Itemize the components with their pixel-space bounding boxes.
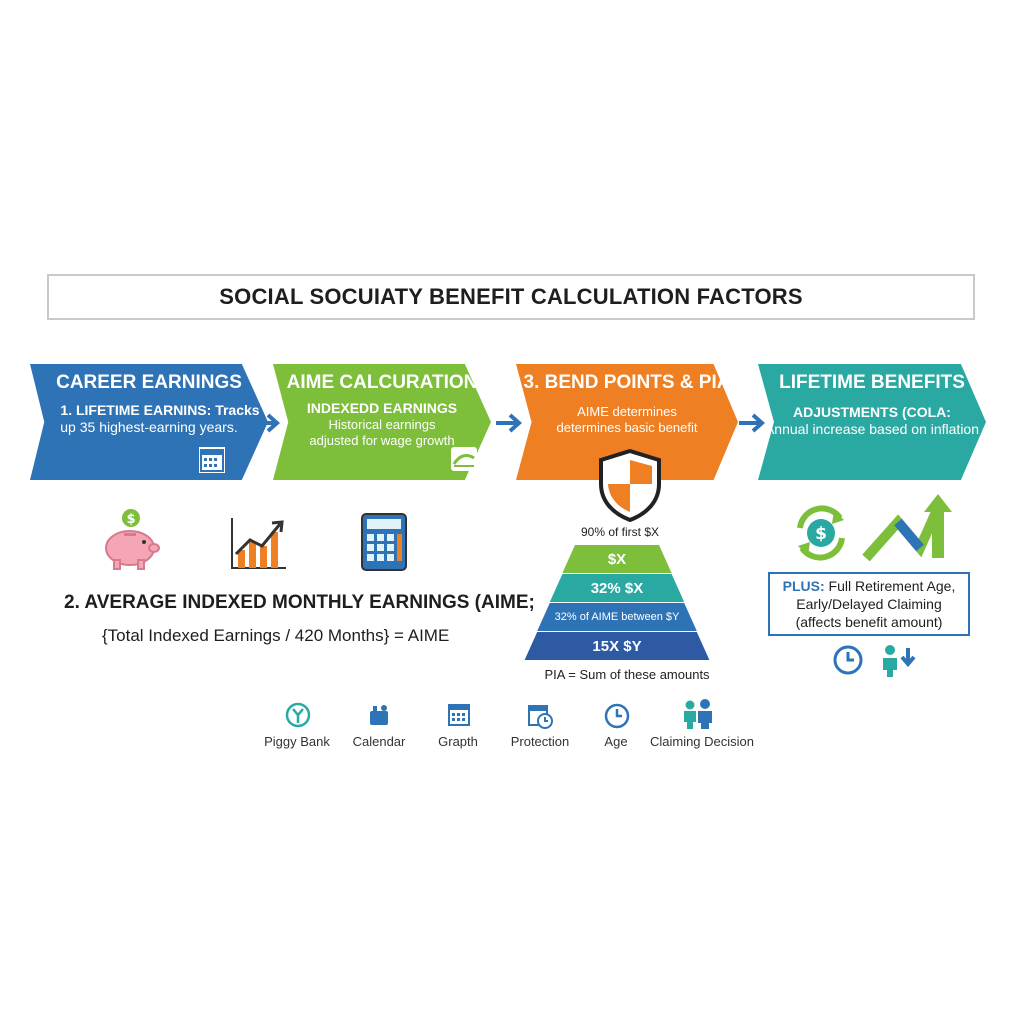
flow-arrow-icon <box>496 413 523 433</box>
calculator-icon <box>361 513 407 571</box>
step-subheading: ADJUSTMENTS (COLA: <box>793 404 951 420</box>
step-aime-calculation: AIME CALCURATION INDEXEDD EARNINGS Histo… <box>273 364 491 480</box>
plus-line: (affects benefit amount) <box>795 614 943 630</box>
legend-label-graph: Grapth <box>438 734 478 749</box>
person-down-arrow-icon <box>883 645 916 677</box>
aime-formula: {Total Indexed Earnings / 420 Months} = … <box>102 626 450 645</box>
step-heading: 3. BEND POINTS & PIA <box>523 372 731 393</box>
step-description: up 35 highest-earning years. <box>60 419 238 435</box>
growth-chart-icon <box>231 518 286 569</box>
age-legend-icon <box>604 703 630 729</box>
legend-label-piggy-bank: Piggy Bank <box>264 734 330 749</box>
pia-tier: 32% of AIME between $Y <box>537 603 697 631</box>
step-career-earnings: CAREER EARNINGS 1. LIFETIME EARNINS: Tra… <box>30 364 268 480</box>
pia-tier: 15X $Y <box>524 632 710 660</box>
step-heading: LIFETIME BENEFITS <box>779 372 965 393</box>
step-subheading: INDEXEDD EARNINGS <box>306 400 458 416</box>
trend-arrow-icon <box>862 494 952 562</box>
step-heading: CAREER EARNINGS <box>56 372 242 393</box>
step-lifetime-benefits: LIFETIME BENEFITS ADJUSTMENTS (COLA: Ann… <box>758 364 986 480</box>
step-description: determines basic benefit <box>556 420 698 435</box>
step-heading: AIME CALCURATION <box>286 372 478 393</box>
growth-icon <box>451 447 477 471</box>
pia-tier: $X <box>562 545 672 573</box>
legend-label-age: Age <box>604 734 628 749</box>
svg-text:$: $ <box>815 524 827 544</box>
legend-label-calendar: Calendar <box>352 734 406 749</box>
step-description: AIME determines <box>577 404 677 419</box>
pia-bottom-label: PIA = Sum of these amounts <box>544 667 710 682</box>
flow-arrow-icon <box>739 413 766 433</box>
plus-label: PLUS: <box>782 578 825 594</box>
page-title: SOCIAL SOCUIATY BENEFIT CALCULATION FACT… <box>47 274 975 320</box>
step-description: Annual increase based on inflation <box>764 421 980 437</box>
calendar-icon <box>199 447 225 473</box>
piggy-bank-icon: $ <box>105 509 160 570</box>
claiming-decision-legend-icon <box>684 699 712 729</box>
pia-top-label: 90% of first $X <box>580 525 660 539</box>
refresh-dollar-icon: $ <box>797 505 845 561</box>
calendar-legend-icon <box>370 705 388 725</box>
flow-arrow-icon <box>254 413 281 433</box>
plus-info-box: PLUS: Full Retirement Age, Early/Delayed… <box>768 572 970 636</box>
step-description: adjusted for wage growth <box>309 433 455 448</box>
aime-heading: 2. AVERAGE INDEXED MONTHLY EARNINGS (AIM… <box>64 592 535 613</box>
shield-icon <box>599 448 661 522</box>
svg-text:$: $ <box>126 512 135 527</box>
step-subheading: 1. LIFETIME EARNINS: Tracks <box>60 402 260 418</box>
legend-label-protection: Protection <box>510 734 570 749</box>
clock-icon <box>833 645 863 675</box>
legend-label-claiming-decision: Claiming Decision <box>649 734 755 749</box>
step-description: Historical earnings <box>328 417 436 432</box>
plus-line: Early/Delayed Claiming <box>796 596 942 612</box>
piggy-bank-legend-icon <box>285 702 311 728</box>
graph-legend-icon <box>448 704 470 726</box>
protection-legend-icon <box>528 705 553 729</box>
pia-tier: 32% $X <box>549 574 685 602</box>
plus-line: Full Retirement Age, <box>828 578 956 594</box>
